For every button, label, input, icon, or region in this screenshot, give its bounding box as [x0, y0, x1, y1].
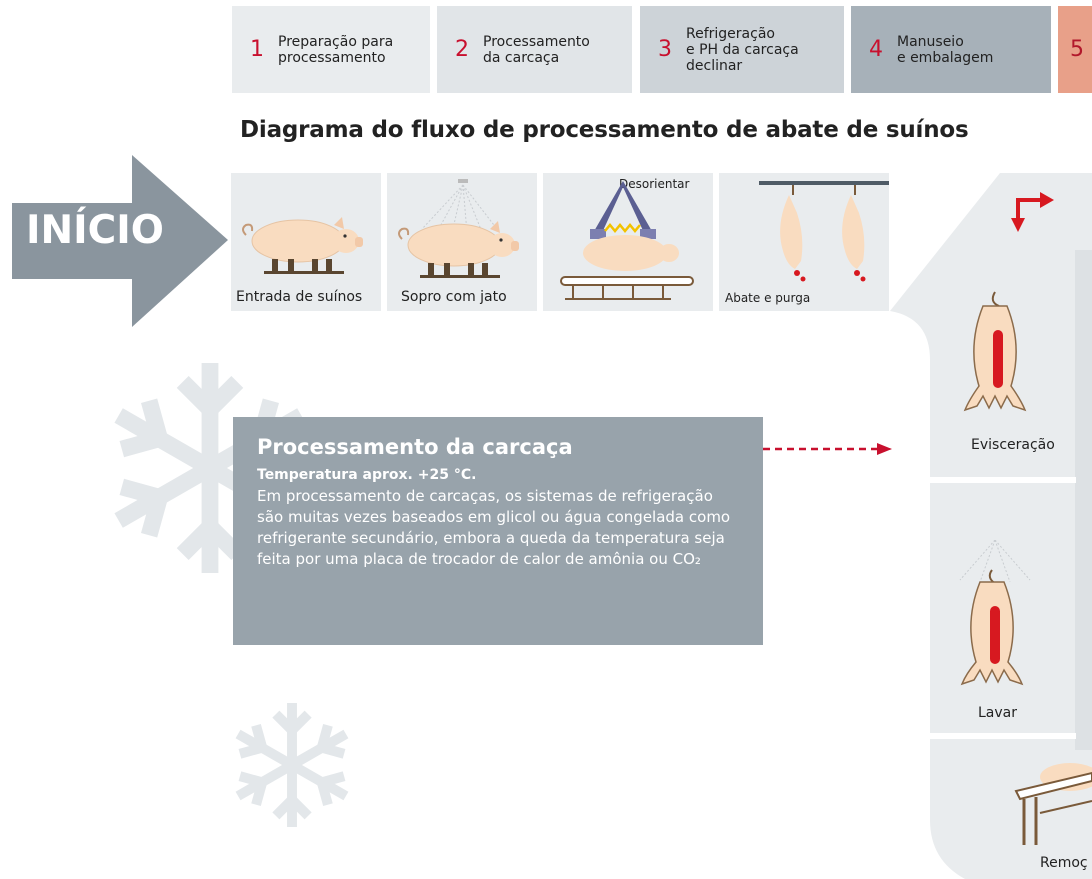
start-label: INÍCIO	[26, 208, 164, 253]
pig-icon	[242, 217, 363, 274]
step-tab-5[interactable]: 5	[1058, 6, 1092, 93]
stage-pig-entry[interactable]: Entrada de suínos	[231, 173, 381, 311]
info-heading: Processamento da carcaça	[257, 435, 573, 459]
stage-label-evisceration: Evisceração	[971, 437, 1055, 453]
step-label: Processamento da carcaça	[483, 33, 590, 66]
stage-slaughter-bleed[interactable]: Abate e purga	[719, 173, 889, 311]
step-number: 5	[1070, 37, 1084, 62]
stage-jet-blow[interactable]: Sopro com jato	[387, 173, 537, 311]
turn-arrow-icon	[1011, 192, 1054, 232]
removal-table-icon	[1014, 763, 1092, 845]
flow-path	[890, 173, 1092, 879]
washing-carcass-icon	[959, 540, 1031, 686]
stage-label: Desorientar	[619, 177, 690, 191]
stage-label: Abate e purga	[725, 291, 811, 305]
info-box: Processamento da carcaça Temperatura apr…	[233, 417, 763, 645]
stage-label: Entrada de suínos	[236, 289, 363, 305]
step-number: 4	[869, 37, 883, 62]
stage-label-removal: Remoç	[1040, 855, 1088, 871]
step-label: Refrigeração e PH da carcaça declinar	[686, 25, 799, 74]
snowflake-icon	[238, 703, 346, 827]
info-body: Em processamento de carcaças, os sistema…	[257, 487, 731, 568]
spray-pig-icon	[398, 179, 519, 278]
stage-label-wash: Lavar	[978, 705, 1017, 721]
connector-arrow	[763, 443, 892, 455]
stunning-device-icon	[560, 181, 694, 300]
info-subheading: Temperatura aprox. +25 °C.	[257, 467, 477, 483]
evisceration-carcass-icon	[963, 291, 1027, 412]
step-label: Manuseio e embalagem	[897, 33, 994, 66]
step-tab-3[interactable]: 3 Refrigeração e PH da carcaça declinar	[640, 6, 844, 93]
page-title: Diagrama do fluxo de processamento de ab…	[240, 117, 969, 143]
step-tab-1[interactable]: 1 Preparação para processamento	[232, 6, 430, 93]
step-label: Preparação para processamento	[278, 33, 394, 66]
step-number: 3	[658, 37, 672, 62]
step-tab-4[interactable]: 4 Manuseio e embalagem	[851, 6, 1051, 93]
start-arrow-icon	[12, 155, 228, 327]
step-tab-2[interactable]: 2 Processamento da carcaça	[437, 6, 632, 93]
hanging-carcass-icon	[759, 181, 889, 282]
step-number: 2	[455, 37, 469, 62]
step-number: 1	[250, 37, 264, 62]
flow-channel	[1075, 250, 1092, 750]
stage-stunning[interactable]: Desorientar	[543, 173, 713, 311]
stage-label: Sopro com jato	[401, 289, 507, 305]
